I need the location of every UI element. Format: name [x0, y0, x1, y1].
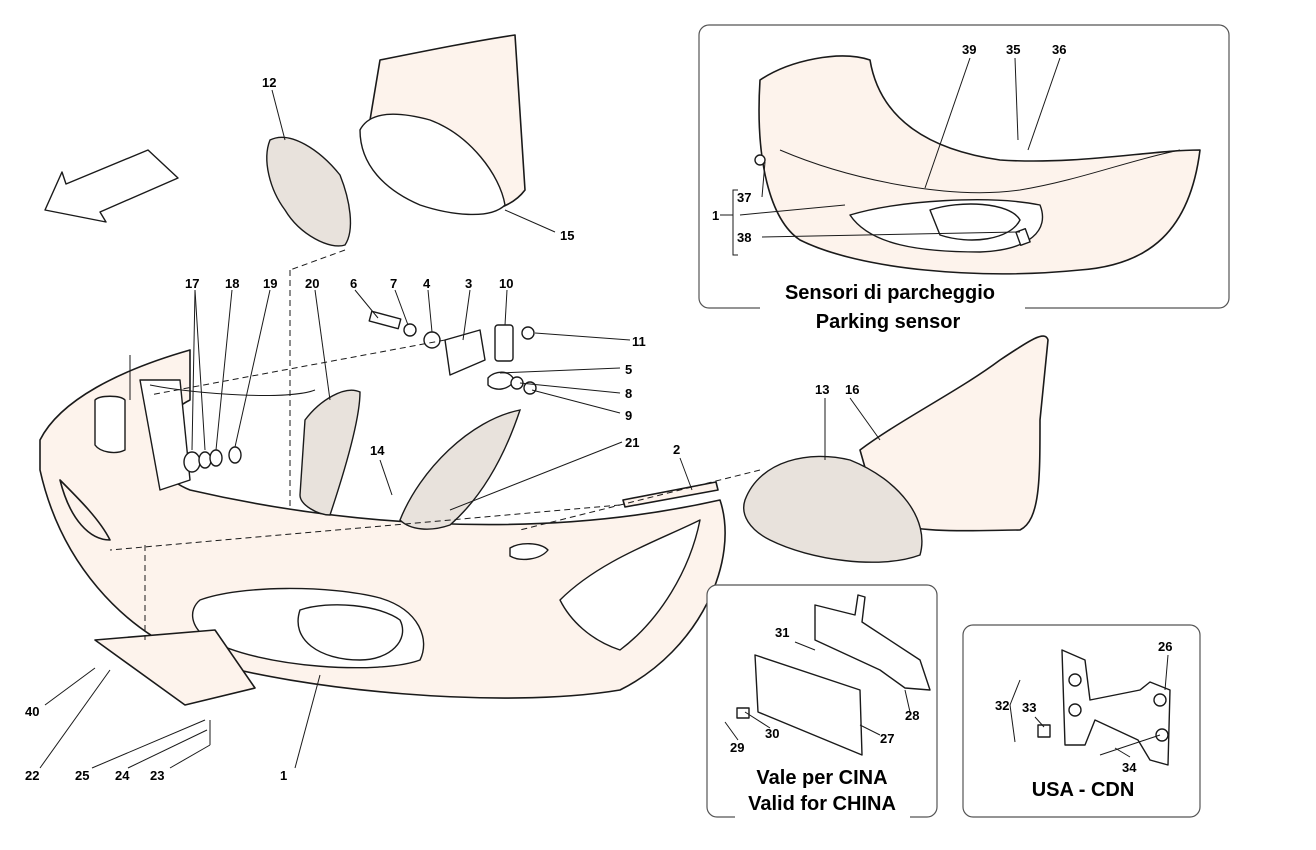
leader-lines — [39, 89, 881, 769]
usa-cdn-title: USA - CDN — [1032, 779, 1135, 801]
callout-9: 9 — [625, 408, 632, 423]
callout-10: 10 — [499, 276, 513, 291]
connection-lines — [109, 249, 761, 745]
callout-22: 22 — [25, 768, 39, 783]
callout-29: 29 — [730, 740, 744, 755]
callout-25: 25 — [75, 768, 89, 783]
lower-plate — [94, 629, 256, 706]
callout-31: 31 — [775, 625, 789, 640]
washers-17-19 — [183, 446, 242, 473]
callout-33: 33 — [1022, 700, 1036, 715]
callout-21: 21 — [625, 435, 639, 450]
front-bumper — [39, 349, 726, 699]
callout-40: 40 — [25, 704, 39, 719]
callout-34: 34 — [1122, 760, 1137, 775]
callout-35: 35 — [1006, 42, 1020, 57]
grille-mesh-21 — [399, 409, 522, 530]
callout-27: 27 — [880, 731, 894, 746]
callout-numbers: 12 15 17 18 19 20 6 7 4 3 10 11 5 8 9 14… — [25, 42, 1172, 783]
callout-36: 36 — [1052, 42, 1066, 57]
inset-usa-plate — [962, 624, 1201, 818]
inset-parking-sensor — [698, 24, 1230, 309]
callout-20: 20 — [305, 276, 319, 291]
callout-16: 16 — [845, 382, 859, 397]
parking-caption-bg — [760, 278, 1025, 336]
inset-china-plate — [706, 584, 938, 818]
grille-mesh-12 — [266, 136, 352, 247]
china-caption-bg — [735, 764, 910, 822]
grille-mesh-20 — [299, 389, 361, 516]
callout-12: 12 — [262, 75, 276, 90]
callout-30: 30 — [765, 726, 779, 741]
callout-13: 13 — [815, 382, 829, 397]
air-duct-right — [743, 335, 1049, 563]
parking-sensor-title-it: Sensori di parcheggio — [785, 282, 995, 304]
callout-6: 6 — [350, 276, 357, 291]
callout-1-inset: 1 — [712, 208, 719, 223]
usa-caption-bg — [1020, 775, 1148, 805]
callout-19: 19 — [263, 276, 277, 291]
callout-23: 23 — [150, 768, 164, 783]
callout-39: 39 — [962, 42, 976, 57]
callout-37: 37 — [737, 190, 751, 205]
china-title-en: Valid for CHINA — [748, 793, 896, 815]
callout-5: 5 — [625, 362, 632, 377]
callout-18: 18 — [225, 276, 239, 291]
callout-32: 32 — [995, 698, 1009, 713]
callout-3: 3 — [465, 276, 472, 291]
callout-15: 15 — [560, 228, 574, 243]
direction-arrow-icon — [44, 149, 179, 223]
callout-11: 11 — [632, 334, 646, 349]
callout-2: 2 — [673, 442, 680, 457]
china-title-it: Vale per CINA — [756, 767, 887, 789]
callout-7: 7 — [390, 276, 397, 291]
mount-hardware — [368, 310, 537, 395]
callout-38: 38 — [737, 230, 751, 245]
callout-28: 28 — [905, 708, 919, 723]
callout-14: 14 — [370, 443, 385, 458]
callout-4: 4 — [423, 276, 431, 291]
callout-24: 24 — [115, 768, 130, 783]
air-duct-15 — [359, 34, 526, 216]
parking-sensor-title-en: Parking sensor — [816, 311, 961, 333]
callout-1: 1 — [280, 768, 287, 783]
strip-2 — [622, 481, 719, 508]
callout-8: 8 — [625, 386, 632, 401]
callout-17: 17 — [185, 276, 199, 291]
callout-26: 26 — [1158, 639, 1172, 654]
